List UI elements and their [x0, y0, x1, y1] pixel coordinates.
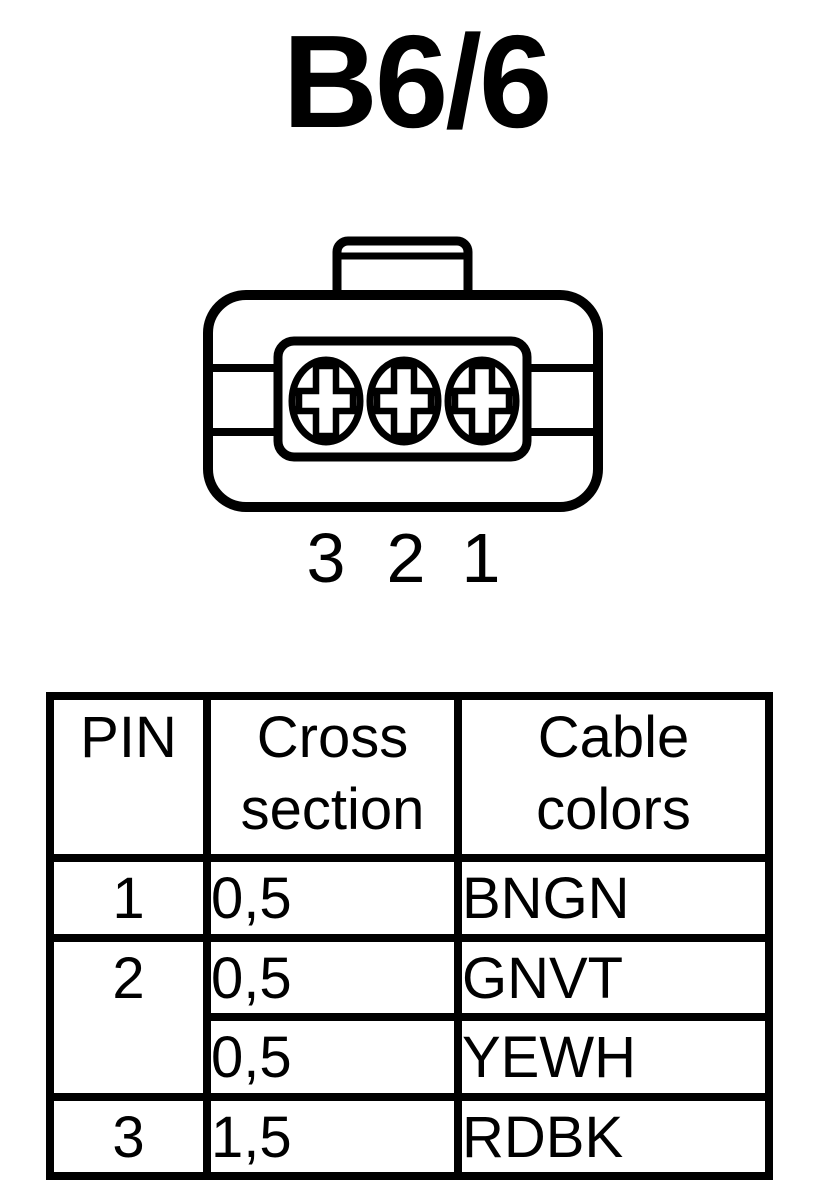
- pin-socket-1-icon: [444, 356, 520, 446]
- side-slot-lines: [208, 364, 598, 436]
- cell-cross-section-pin-1: 0,5: [203, 854, 462, 942]
- header-pin: PIN: [46, 692, 211, 862]
- header-cross-section: Cross section: [203, 692, 462, 862]
- cell-pin-number-1: 1: [46, 854, 211, 942]
- pin-label-2: 2: [387, 519, 426, 590]
- pin-table: PIN Cross section Cable colors 1 0,5 BNG…: [46, 692, 773, 1180]
- cell-cable-color-pin-2-wire-1: GNVT: [454, 933, 773, 1022]
- cell-cross-section-pin-2-wire-1: 0,5: [203, 933, 462, 1022]
- pin-socket-2-icon: [366, 356, 442, 446]
- table-row-pin-2-wire-2: 0,5 YEWH: [50, 1013, 773, 1101]
- cell-pin-number-3: 3: [46, 1092, 211, 1180]
- table-row-pin-2-wire-1: 2 0,5 GNVT: [46, 933, 773, 1101]
- table-header-row: PIN Cross section Cable colors: [46, 692, 773, 862]
- table-row-pin-3: 3 1,5 RDBK: [46, 1092, 773, 1180]
- pin-socket-3-icon: [288, 356, 364, 446]
- cell-cable-color-pin-1: BNGN: [454, 854, 773, 942]
- table-row-pin-1: 1 0,5 BNGN: [46, 854, 773, 942]
- pin-label-3: 3: [307, 519, 346, 590]
- cell-cable-color-pin-2-wire-2: YEWH: [454, 1013, 773, 1101]
- connector-title: B6/6: [282, 8, 553, 155]
- pin-label-1: 1: [462, 519, 501, 590]
- connector-diagram: 3 2 1: [203, 236, 603, 590]
- cell-cross-section-pin-2-wire-2: 0,5: [203, 1013, 462, 1101]
- header-cable-colors: Cable colors: [454, 692, 773, 862]
- cell-cable-color-pin-3: RDBK: [454, 1092, 773, 1180]
- cell-pin-number-2: 2: [46, 933, 211, 1101]
- cell-cross-section-pin-3: 1,5: [203, 1092, 462, 1180]
